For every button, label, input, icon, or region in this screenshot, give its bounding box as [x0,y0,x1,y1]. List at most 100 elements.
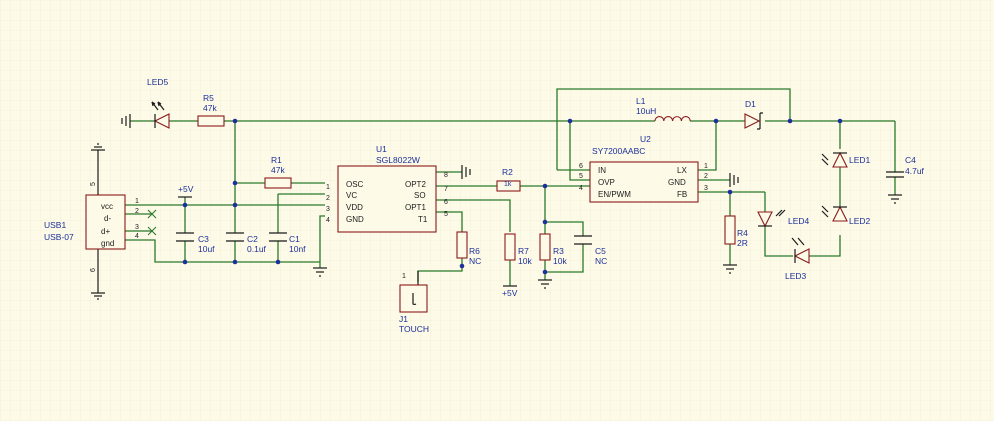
r4[interactable]: R4 2R [724,215,748,248]
power-5v-left-label: +5V [178,184,194,194]
u2-pin-num: 3 [704,185,708,192]
l1-inductor[interactable]: L1 10uH [636,96,691,122]
c2-value: 0.1uf [247,244,267,254]
u2-pin-name: EN/PWM [598,190,631,199]
r5[interactable]: R5 47k [197,93,225,127]
r2[interactable]: R2 1k [496,167,521,192]
u1-pin-num: 6 [444,199,448,206]
u2-pin-num: 2 [704,173,708,180]
r3-ref: R3 [553,246,564,256]
c2-ref: C2 [247,234,258,244]
l1-ref: L1 [636,96,646,106]
power-5v-r7: +5V [502,285,518,298]
r7[interactable]: R7 10k [504,233,532,266]
c1-capacitor[interactable]: C1 10nf [269,232,306,254]
r4-ref: R4 [737,228,748,238]
led2[interactable]: LED2 [821,205,871,226]
u2-pin-name: IN [598,166,606,175]
r3[interactable]: R3 10k [539,233,567,266]
usb1-pin-num: 2 [135,208,139,215]
usb1-pin-num-top: 5 [90,182,97,186]
led2-ref: LED2 [849,216,871,226]
u1-pin-name: OSC [346,180,364,189]
r1-value: 47k [271,165,285,175]
led3[interactable]: LED3 [785,237,810,281]
u1-ref: U1 [376,144,387,154]
led1-ref: LED1 [849,155,871,165]
usb1-pin-num: 3 [135,224,139,231]
ground-symbols [91,114,902,300]
j1-part: TOUCH [399,324,429,334]
c4-capacitor[interactable]: C4 4.7uf [886,155,925,178]
u1-pin-name: VDD [346,203,363,212]
c4-ref: C4 [905,155,916,165]
u2-pin-name: FB [677,190,687,199]
usb1-connector[interactable]: vcc d- d+ gnd 1 2 3 4 5 6 USB1 USB-07 [44,161,139,283]
led3-ref: LED3 [785,271,807,281]
power-5v-r7-label: +5V [502,288,518,298]
r5-value: 47k [203,103,217,113]
usb1-pin-name: gnd [101,239,114,248]
u1-pin-name: OPT2 [405,180,426,189]
usb1-pin-name: vcc [101,202,113,211]
u2[interactable]: U2 SY7200AABC 6 5 4 IN OVP EN/PWM 1 2 3 … [579,134,708,203]
junctions [182,118,843,275]
d1-diode[interactable]: D1 [744,99,763,130]
u2-pin-name: GND [668,178,686,187]
u1-part: SGL8022W [376,155,420,165]
u1-pin-name: VC [346,191,357,200]
c3-value: 10uf [198,244,215,254]
usb1-pin-name: d- [104,214,111,223]
u2-pin-name: OVP [598,178,615,187]
u1-pin-num: 4 [326,217,330,224]
c5-value: NC [595,256,607,266]
r2-value: 1k [504,181,512,188]
u1-pin-name: T1 [418,215,428,224]
u2-pin-num: 5 [579,173,583,180]
u1-pin-name: GND [346,215,364,224]
c5-ref: C5 [595,246,606,256]
r1-ref: R1 [271,155,282,165]
c5-capacitor[interactable]: C5 NC [574,235,607,266]
u2-pin-num: 6 [579,163,583,170]
c3-capacitor[interactable]: C3 10uf [176,232,215,254]
r3-value: 10k [553,256,567,266]
usb1-pin-num-bottom: 6 [90,268,97,272]
r6-ref: R6 [469,246,480,256]
l1-value: 10uH [636,106,656,116]
no-connect-marks [147,209,157,236]
led5[interactable]: LED5 [147,77,170,129]
u1-pin-num: 1 [326,184,330,191]
led4-ref: LED4 [788,216,810,226]
r1[interactable]: R1 47k [264,155,292,189]
u2-ref: U2 [640,134,651,144]
wires [125,88,896,286]
usb1-part: USB-07 [44,232,74,242]
u2-pin-num: 1 [704,163,708,170]
led1[interactable]: LED1 [821,151,871,168]
j1-pin-num: 1 [402,273,406,280]
led5-ref: LED5 [147,77,169,87]
c2-capacitor[interactable]: C2 0.1uf [226,232,267,254]
c3-ref: C3 [198,234,209,244]
r7-ref: R7 [518,246,529,256]
u2-part: SY7200AABC [592,146,645,156]
u1-pin-num: 3 [326,206,330,213]
u1-pin-num: 7 [444,186,448,193]
led4[interactable]: LED4 [757,209,810,228]
r5-ref: R5 [203,93,214,103]
r6[interactable]: R6 NC [456,231,481,266]
u1[interactable]: U1 SGL8022W 1 2 3 4 OSC VC VDD GND 8 7 6… [326,144,448,233]
r7-value: 10k [518,256,532,266]
c4-value: 4.7uf [905,166,925,176]
r2-ref: R2 [502,167,513,177]
u2-pin-num: 4 [579,185,583,192]
r4-value: 2R [737,238,748,248]
usb1-ref: USB1 [44,220,66,230]
u1-pin-num: 2 [326,195,330,202]
u1-pin-name: SO [414,191,426,200]
j1-touch-pad[interactable]: 1 J1 TOUCH [399,271,429,334]
u1-pin-num: 8 [444,172,448,179]
